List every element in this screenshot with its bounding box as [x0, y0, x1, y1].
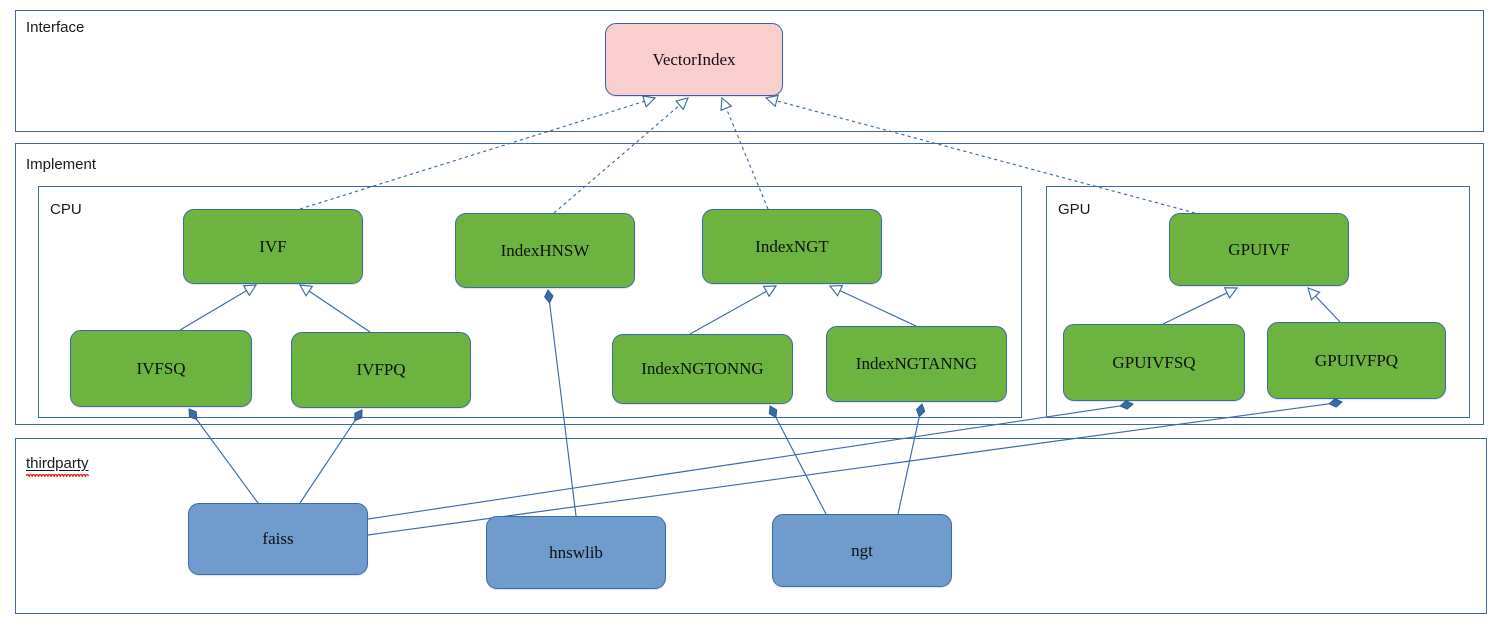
node-ngt[interactable]: ngt: [772, 514, 952, 587]
node-gpuivf[interactable]: GPUIVF: [1169, 213, 1349, 286]
node-label: GPUIVFPQ: [1314, 350, 1399, 370]
node-ivfpq[interactable]: IVFPQ: [291, 332, 471, 408]
node-label: IVFPQ: [356, 360, 406, 379]
group-label-cpu: CPU: [50, 201, 82, 218]
group-label-thirdparty: thirdparty: [26, 456, 89, 477]
node-faiss[interactable]: faiss: [188, 503, 368, 575]
group-label-gpu: GPU: [1058, 201, 1091, 218]
group-label-interface: Interface: [26, 19, 85, 36]
node-label: GPUIVFSQ: [1112, 352, 1196, 372]
node-label: IndexNGTANNG: [855, 354, 978, 373]
node-label: GPUIVF: [1228, 239, 1290, 259]
node-label: hnswlib: [549, 542, 603, 562]
node-label: faiss: [262, 529, 294, 548]
node-gpuivfpq[interactable]: GPUIVFPQ: [1267, 322, 1446, 399]
node-hnswlib[interactable]: hnswlib: [486, 516, 666, 589]
node-ivfsq[interactable]: IVFSQ: [70, 330, 252, 407]
node-ivf[interactable]: IVF: [183, 209, 363, 284]
node-label: VectorIndex: [652, 49, 736, 69]
node-indexngtanng[interactable]: IndexNGTANNG: [826, 326, 1007, 402]
node-label: ngt: [851, 540, 873, 560]
node-indexngt[interactable]: IndexNGT: [702, 209, 882, 284]
group-label-implement: Implement: [26, 156, 97, 173]
node-label: IVFSQ: [136, 358, 186, 378]
node-indexhnsw[interactable]: IndexHNSW: [455, 213, 635, 288]
node-label: IndexNGT: [755, 236, 829, 256]
node-vectorindex[interactable]: VectorIndex: [605, 23, 783, 96]
node-indexngtonng[interactable]: IndexNGTONNG: [612, 334, 793, 404]
node-gpuivfsq[interactable]: GPUIVFSQ: [1063, 324, 1245, 401]
node-label: IndexNGTONNG: [641, 359, 764, 378]
node-label: IVF: [259, 236, 287, 256]
node-label: IndexHNSW: [500, 240, 590, 260]
